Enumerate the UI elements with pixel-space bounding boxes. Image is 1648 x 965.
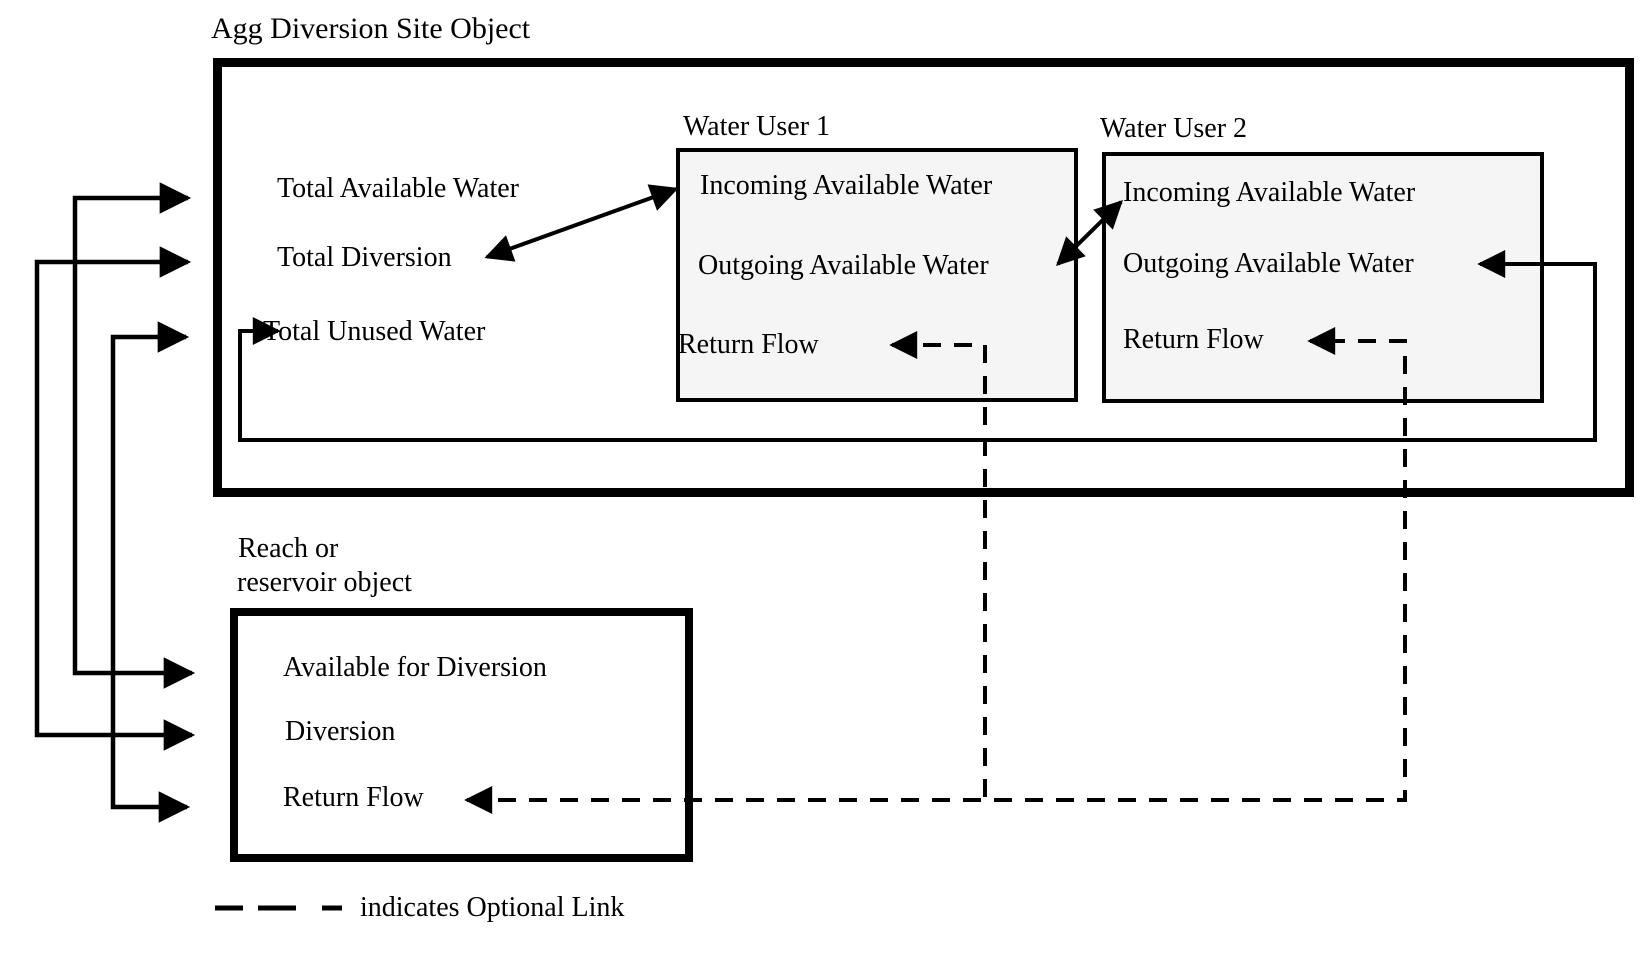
link-diversion-total-diversion-arrow xyxy=(34,246,196,751)
reach-slot-available-for-diversion: Available for Diversion xyxy=(283,652,547,683)
wu1-slot-incoming-available-water: Incoming Available Water xyxy=(700,170,993,201)
wu1-slot-outgoing-available-water: Outgoing Available Water xyxy=(698,250,989,281)
slot-total-available-water: Total Available Water xyxy=(277,173,519,204)
link-reach-return-flow-total-unused-water-arrow xyxy=(110,321,191,823)
legend-optional-link-text: indicates Optional Link xyxy=(360,892,625,923)
slot-total-diversion: Total Diversion xyxy=(277,242,452,273)
water-user-2-label: Water User 2 xyxy=(1100,113,1248,144)
wu2-slot-return-flow: Return Flow xyxy=(1123,324,1264,355)
wu1-slot-return-flow: Return Flow xyxy=(678,329,819,360)
water-user-1-label: Water User 1 xyxy=(683,111,831,142)
wu2-slot-incoming-available-water: Incoming Available Water xyxy=(1123,177,1416,208)
slot-total-unused-water: Total Unused Water xyxy=(263,316,486,347)
reach-slot-return-flow: Return Flow xyxy=(283,782,424,813)
wu2-slot-outgoing-available-water: Outgoing Available Water xyxy=(1123,248,1414,279)
agg-site-title: Agg Diversion Site Object xyxy=(211,12,531,45)
reach-label-line1: Reach or xyxy=(238,533,339,564)
reach-slot-diversion: Diversion xyxy=(285,716,396,747)
reach-label-line2: reservoir object xyxy=(237,567,412,598)
link-available-for-diversion-total-available-water-arrow xyxy=(72,182,196,689)
